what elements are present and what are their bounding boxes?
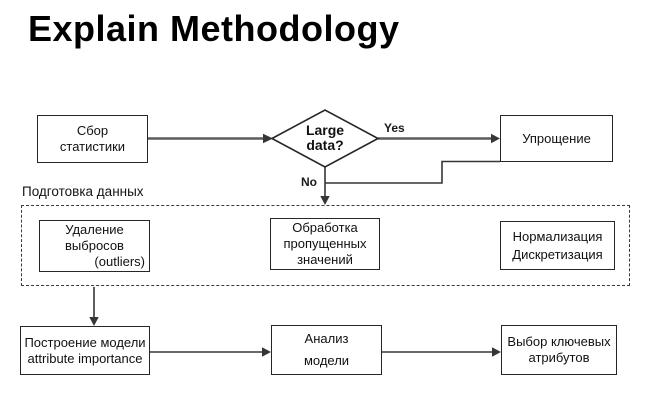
node-label-line: Удаление [65, 222, 124, 237]
node-label-line: выбросов [65, 238, 124, 253]
node-label-line: атрибутов [528, 350, 590, 365]
node-label-line: статистики [59, 139, 126, 154]
node-label-line: значений [297, 252, 353, 267]
arrowhead-analyze [262, 347, 271, 357]
node-missing-values: Обработка пропущенных значений [270, 218, 380, 270]
node-label-line: Обработка [292, 220, 358, 235]
node-select-key-attributes: Выбор ключевых атрибутов [501, 325, 617, 375]
edge-simplify-return [325, 160, 500, 184]
node-label-line: Построение модели [24, 334, 146, 350]
node-build-attribute-importance-model: Построение модели attribute importance [20, 326, 150, 375]
node-label-line: attribute importance [27, 350, 143, 366]
node-simplification: Упрощение [500, 115, 613, 162]
node-normalization-discretization: Нормализация Дискретизация [500, 221, 615, 270]
node-label-line: Дискретизация [512, 246, 603, 262]
node-label-line: Нормализация [512, 228, 603, 244]
data-prep-group-label: Подготовка данных [22, 184, 144, 199]
node-label-line: data? [306, 137, 344, 153]
node-label-line: Выбор ключевых [507, 334, 611, 349]
node-label-line: Сбор [76, 123, 109, 138]
node-label-line: Large [305, 122, 345, 138]
arrowhead-build [89, 317, 99, 326]
edge-label-yes: Yes [384, 121, 405, 135]
node-decision-large-data: Large data? [278, 113, 372, 163]
page-title: Explain Methodology [28, 8, 400, 49]
node-label-line: (outliers) [94, 254, 145, 269]
node-label-line: Анализ [304, 331, 349, 346]
arrowhead-decision [263, 133, 273, 144]
data-prep-group [21, 205, 630, 286]
node-label-line: Упрощение [522, 130, 591, 146]
node-remove-outliers: Удаление выбросов (outliers) [39, 220, 150, 272]
decision-diamond [270, 109, 380, 168]
arrowhead-group [320, 196, 330, 205]
arrowhead-simplify [491, 133, 500, 144]
edge-label-no: No [301, 175, 317, 189]
node-collect-statistics: Сбор статистики [37, 115, 148, 163]
node-label-line: модели [303, 353, 350, 368]
arrowhead-select [492, 347, 501, 357]
node-label-line: пропущенных [283, 236, 367, 251]
node-model-analysis: Анализ модели [271, 325, 382, 375]
